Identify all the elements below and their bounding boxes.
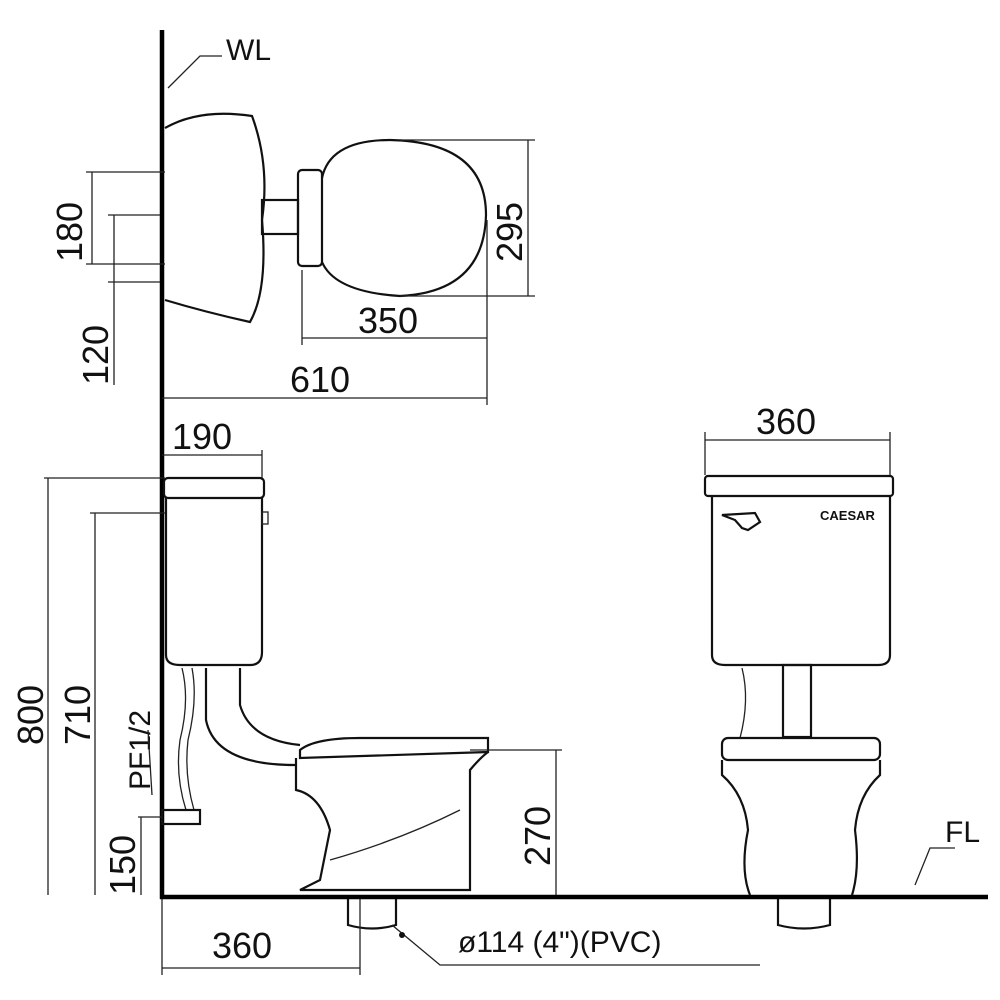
front-seat bbox=[720, 736, 882, 762]
side-drain bbox=[346, 899, 398, 930]
front-drain bbox=[776, 899, 832, 930]
side-seat bbox=[298, 736, 490, 760]
dim-120: 120 bbox=[75, 325, 116, 385]
fl-leader bbox=[914, 847, 955, 886]
side-bowl bbox=[294, 751, 489, 892]
side-view: 190 800 710 PF1/2 150 270 360 bbox=[10, 416, 760, 975]
pipe-leader bbox=[391, 924, 760, 966]
side-tank-lid bbox=[162, 476, 266, 500]
pipe-label: ø114 (4")(PVC) bbox=[458, 926, 661, 959]
top-view: 180 120 295 350 610 bbox=[49, 112, 535, 405]
dim-150: 150 bbox=[102, 835, 143, 895]
dim-610: 610 bbox=[290, 359, 350, 400]
dim-350: 350 bbox=[358, 300, 418, 341]
top-seat bbox=[320, 138, 488, 298]
flush-handle-icon bbox=[721, 511, 762, 532]
front-tank-lid bbox=[703, 474, 895, 498]
dim-800: 800 bbox=[10, 685, 51, 745]
dim-360-front: 360 bbox=[756, 401, 816, 442]
side-flush-pipe bbox=[204, 668, 301, 767]
front-flush-pipe bbox=[781, 663, 813, 739]
dim-710: 710 bbox=[57, 685, 98, 745]
wl-label: WL bbox=[226, 34, 271, 67]
top-hinge bbox=[296, 168, 324, 268]
dim-190: 190 bbox=[172, 416, 232, 457]
inlet-hose bbox=[177, 667, 195, 811]
front-view: 360 CAESAR FL bbox=[703, 401, 980, 930]
fl-label: FL bbox=[945, 816, 980, 849]
inlet-label: PF1/2 bbox=[124, 710, 157, 790]
top-tank bbox=[164, 112, 266, 324]
dim-180: 180 bbox=[49, 202, 90, 262]
dim-270: 270 bbox=[517, 806, 558, 866]
inlet-valve bbox=[160, 808, 202, 826]
dim-360-drain: 360 bbox=[212, 925, 272, 966]
side-tank bbox=[164, 498, 264, 667]
brand-label: CAESAR bbox=[820, 508, 876, 523]
front-bowl bbox=[720, 760, 882, 896]
wl-leader bbox=[167, 55, 222, 89]
top-connector bbox=[260, 198, 300, 236]
dim-295: 295 bbox=[489, 202, 530, 262]
